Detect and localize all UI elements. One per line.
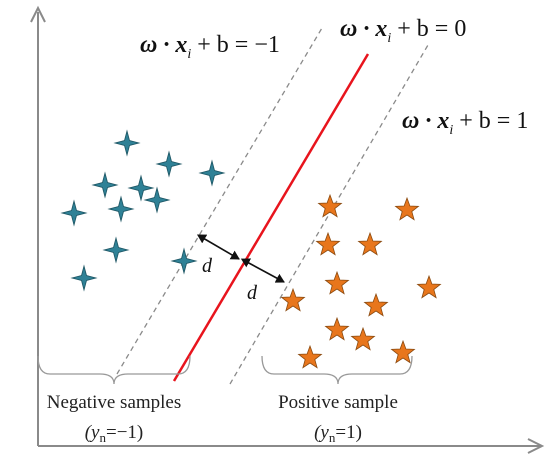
positive-group-title: Positive sample — [278, 392, 398, 413]
negative-group-brace — [37, 355, 191, 385]
positive-sample-marker — [357, 231, 383, 256]
negative-sample-marker — [127, 174, 155, 202]
negative-sample-marker — [113, 129, 141, 157]
negative-sample-marker — [102, 236, 130, 264]
margin-label-right: d — [247, 282, 258, 304]
margin-arrow-left — [196, 234, 240, 260]
negative-sample-marker — [143, 186, 171, 214]
positive-sample-marker — [280, 287, 306, 312]
positive-sample-marker — [363, 292, 389, 317]
y-axis-arrow — [30, 5, 46, 23]
negative-sample-marker — [60, 199, 88, 227]
equation-positive-margin: ω · xi + b = 1 — [402, 108, 528, 138]
negative-sample-marker — [198, 159, 226, 187]
negative-samples — [60, 129, 226, 292]
positive-sample-marker — [324, 316, 350, 341]
positive-sample-marker — [297, 344, 323, 369]
negative-sample-marker — [70, 264, 98, 292]
margin-arrow-right — [240, 258, 285, 283]
positive-sample-marker — [350, 326, 376, 351]
equation-hyperplane: ω · xi + b = 0 — [340, 16, 466, 46]
positive-group-label: (yn=1) — [314, 422, 362, 445]
negative-group-label: (yn=−1) — [85, 422, 144, 445]
negative-sample-marker — [107, 195, 135, 223]
positive-sample-marker — [394, 196, 420, 221]
positive-sample-marker — [416, 274, 442, 299]
axes — [30, 5, 545, 454]
positive-sample-marker — [315, 231, 341, 256]
positive-samples — [280, 193, 442, 369]
positive-sample-marker — [317, 193, 343, 218]
equation-negative-margin: ω · xi + b = −1 — [140, 32, 280, 62]
positive-sample-marker — [390, 339, 416, 364]
negative-group-title: Negative samples — [47, 392, 182, 413]
negative-margin-line — [116, 27, 323, 375]
negative-sample-marker — [155, 150, 183, 178]
negative-sample-marker — [91, 171, 119, 199]
separating-hyperplane — [172, 53, 370, 382]
negative-sample-marker — [170, 247, 198, 275]
x-axis-arrow — [527, 438, 545, 454]
margin-label-left: d — [202, 255, 213, 277]
positive-margin-line — [229, 44, 429, 385]
positive-group-brace — [261, 355, 413, 385]
positive-sample-marker — [324, 270, 350, 295]
